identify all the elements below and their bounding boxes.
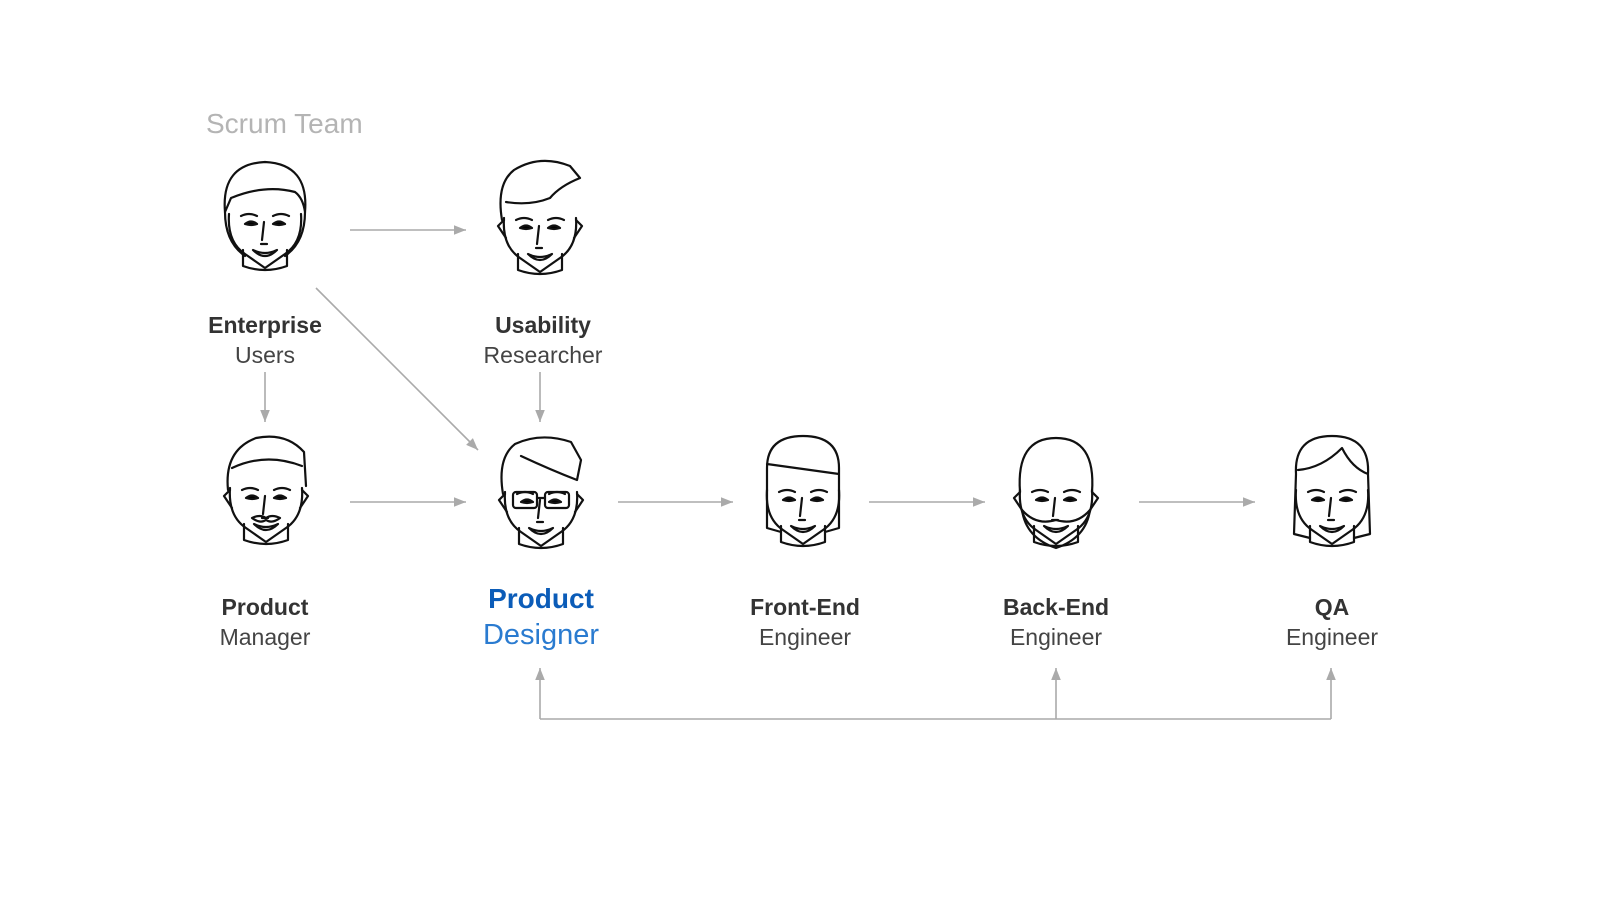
role-name: Back-End xyxy=(1002,594,1110,620)
diagram-title: Scrum Team xyxy=(206,108,363,139)
front-end-engineer-avatar-icon xyxy=(765,434,841,548)
label-back-end-engineer: Back-End Engineer xyxy=(946,592,1166,652)
product-manager-avatar-icon xyxy=(222,435,310,546)
label-usability-researcher: Usability Researcher xyxy=(433,310,653,370)
role-subtitle: Researcher xyxy=(483,342,603,368)
label-qa-engineer: QA Engineer xyxy=(1222,592,1442,652)
arrow-enterprise-to-designer xyxy=(315,287,479,451)
role-subtitle: Manager xyxy=(219,624,311,650)
label-product-designer: Product Designer xyxy=(431,580,651,654)
qa-engineer-avatar-icon xyxy=(1292,434,1372,548)
role-subtitle: Engineer xyxy=(1009,624,1103,650)
role-subtitle: Designer xyxy=(482,619,600,651)
role-name: Front-End xyxy=(750,594,860,620)
product-designer-avatar-icon xyxy=(497,436,585,550)
role-name: Product xyxy=(221,594,309,620)
back-end-engineer-avatar-icon xyxy=(1012,436,1100,550)
role-subtitle: Engineer xyxy=(1285,624,1379,650)
label-enterprise-users: Enterprise Users xyxy=(155,310,375,370)
label-front-end-engineer: Front-End Engineer xyxy=(695,592,915,652)
label-product-manager: Product Manager xyxy=(155,592,375,652)
role-name: Product xyxy=(488,583,594,614)
role-subtitle: Users xyxy=(234,342,296,368)
enterprise-users-avatar-icon xyxy=(223,160,307,272)
role-name: Usability xyxy=(495,312,591,338)
role-name: QA xyxy=(1314,594,1350,620)
role-subtitle: Engineer xyxy=(758,624,852,650)
usability-researcher-avatar-icon xyxy=(496,159,584,276)
role-name: Enterprise xyxy=(208,312,322,338)
